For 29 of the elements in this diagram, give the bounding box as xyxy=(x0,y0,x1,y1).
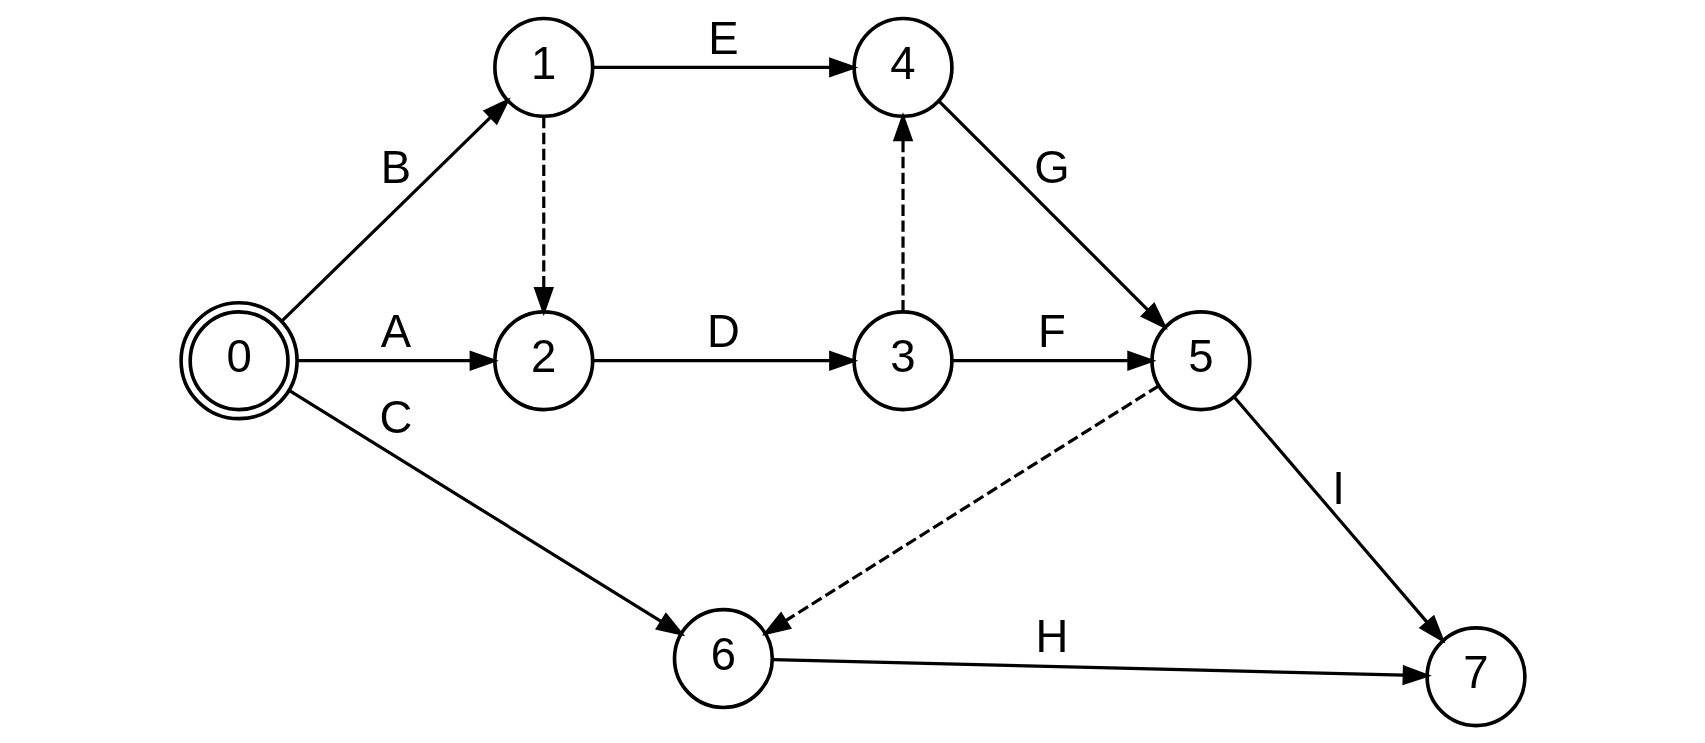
arrow xyxy=(761,384,1159,636)
arrow xyxy=(296,350,499,371)
edge-label: F xyxy=(1037,306,1066,358)
arrow xyxy=(892,112,913,312)
node-circle: 5 xyxy=(1149,310,1252,412)
edge-label: G xyxy=(1033,142,1070,194)
edge-label: E xyxy=(707,12,739,64)
edge-label: I xyxy=(1331,462,1345,514)
arrow xyxy=(1232,395,1445,644)
node-circle: 1 xyxy=(492,16,594,119)
arrow xyxy=(771,658,1432,686)
node-circle: 3 xyxy=(851,310,954,412)
node-circle: 6 xyxy=(672,607,774,710)
arrow xyxy=(280,97,511,323)
edge-label: D xyxy=(706,306,740,358)
node-circle: 0 xyxy=(178,300,299,421)
edge-label: A xyxy=(380,306,411,358)
edge-label: H xyxy=(1035,610,1068,662)
arrow xyxy=(937,99,1168,330)
edge-label: C xyxy=(379,392,412,444)
arrow xyxy=(592,350,858,371)
arrow xyxy=(287,389,685,637)
node-circle: 4 xyxy=(851,16,954,119)
arrow xyxy=(592,57,858,78)
edge-label: B xyxy=(380,142,411,194)
arrow xyxy=(533,116,554,317)
node-circle: 2 xyxy=(492,310,594,412)
arrow xyxy=(951,350,1156,371)
node-circle: 7 xyxy=(1424,626,1527,728)
